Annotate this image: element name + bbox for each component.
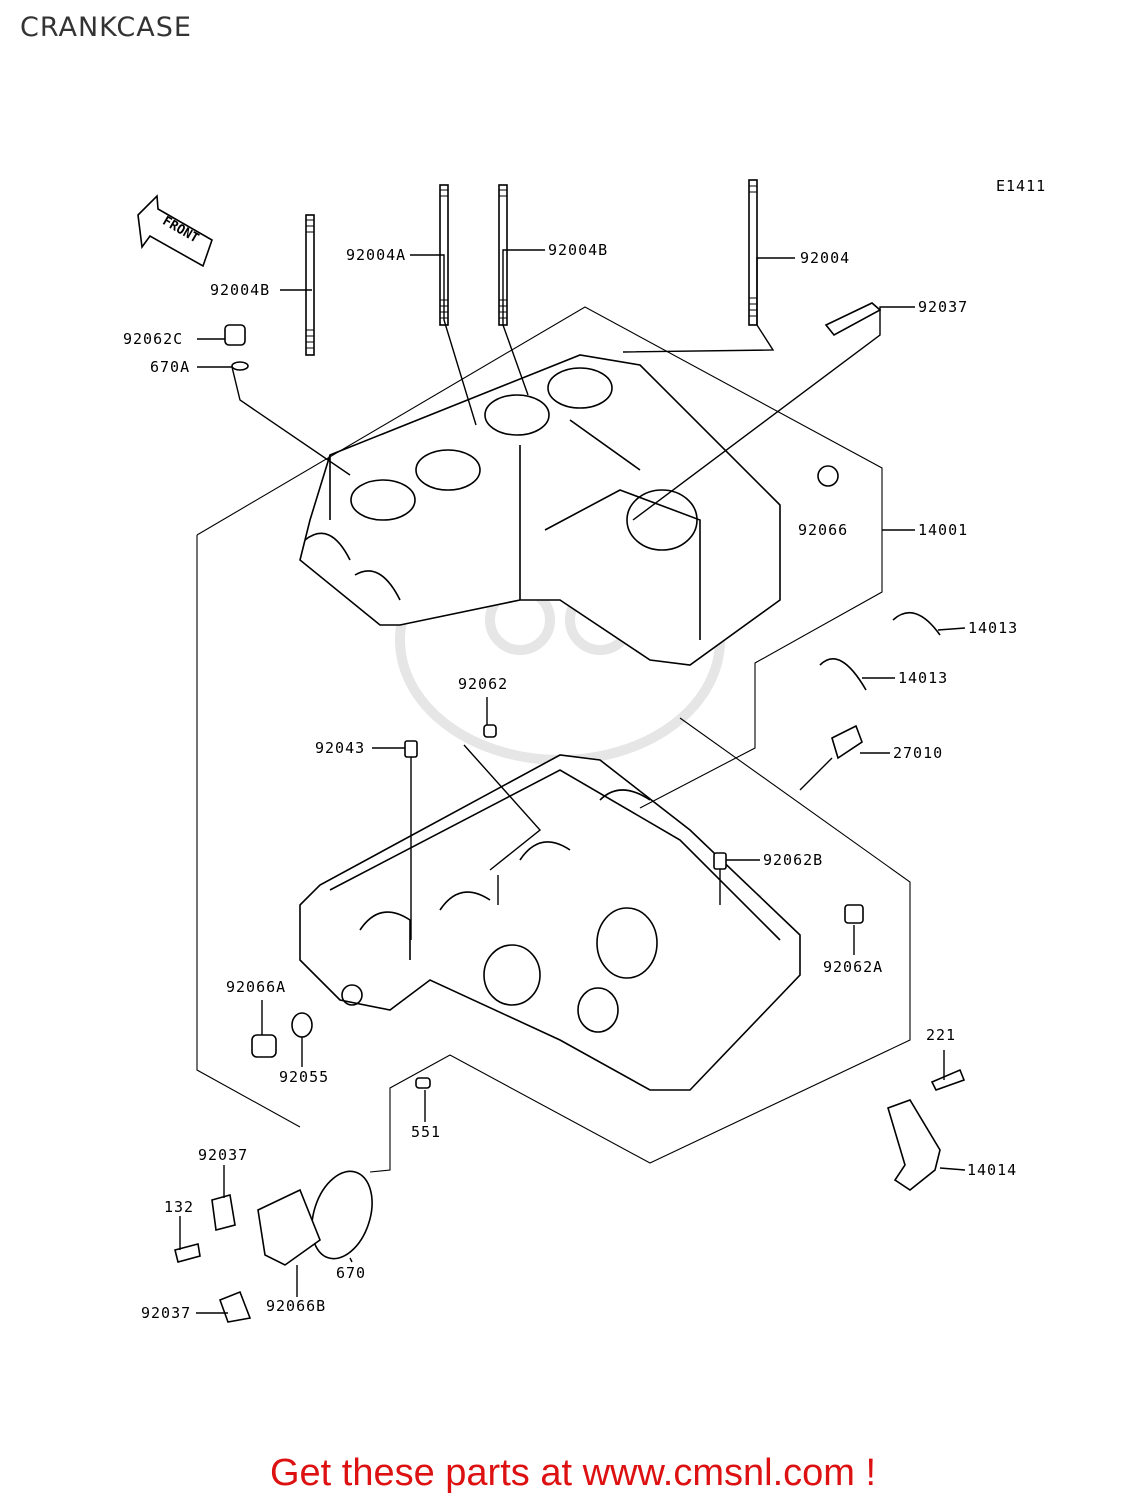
label-27010: 27010 (893, 744, 943, 762)
plug-92062A (844, 904, 864, 924)
diagram-code: E1411 (996, 177, 1046, 195)
parts-banner-link[interactable]: Get these parts at www.cmsnl.com ! (269, 1452, 877, 1494)
label-92066A: 92066A (226, 978, 286, 996)
label-92062: 92062 (458, 675, 508, 693)
dowel-92043 (404, 740, 418, 758)
cover-92066B (257, 1188, 321, 1266)
label-92004B-a: 92004B (210, 281, 270, 299)
label-92055: 92055 (279, 1068, 329, 1086)
bolt-221 (930, 1068, 966, 1091)
oring-670 (311, 1170, 373, 1260)
bolt-132 (174, 1243, 201, 1263)
bearing-14013-b (819, 658, 867, 691)
pin-551 (415, 1077, 431, 1089)
oring-92055 (291, 1012, 313, 1038)
group-outlines (196, 306, 911, 1173)
front-arrow-icon: FRONT (137, 194, 213, 268)
label-92062B: 92062B (763, 851, 823, 869)
label-92037-b: 92037 (198, 1146, 248, 1164)
label-551: 551 (411, 1123, 441, 1141)
collar-92062C (224, 324, 246, 346)
oring-670A (231, 361, 249, 371)
plate-14014 (887, 1099, 941, 1191)
stud-bolts (305, 179, 758, 356)
lower-crankcase (299, 754, 801, 1091)
dowel-92062 (483, 724, 497, 738)
label-92062C: 92062C (123, 330, 183, 348)
small-parts (174, 302, 966, 1323)
page-title: CRANKCASE (20, 12, 192, 43)
label-14013-b: 14013 (898, 669, 948, 687)
leader-lines (179, 249, 966, 1314)
upper-crankcase (299, 354, 781, 666)
label-14014: 14014 (967, 1161, 1017, 1179)
label-14013-a: 14013 (968, 619, 1018, 637)
part-labels: 92004B 92004A 92004B 92004 92037 92062C … (123, 241, 1018, 1322)
label-92043: 92043 (315, 739, 365, 757)
label-92037-top: 92037 (918, 298, 968, 316)
label-92066B: 92066B (266, 1297, 326, 1315)
clamp-92037-top (824, 302, 882, 337)
label-92004: 92004 (800, 249, 850, 267)
dowel-92062B (713, 852, 727, 870)
label-221: 221 (926, 1026, 956, 1044)
clamp-92037-c (218, 1290, 252, 1323)
label-670A: 670A (150, 358, 190, 376)
plug-92066A (251, 1034, 277, 1058)
label-14001: 14001 (918, 521, 968, 539)
bearing-14013-a (892, 611, 941, 636)
label-670: 670 (336, 1264, 366, 1282)
label-132: 132 (164, 1198, 194, 1216)
label-92062A: 92062A (823, 958, 883, 976)
crankcase-diagram: E1411 FRONT (123, 177, 1046, 1323)
label-92004B-b: 92004B (548, 241, 608, 259)
clamp-92037-b (211, 1193, 236, 1232)
label-92037-c: 92037 (141, 1304, 191, 1322)
plug-92066 (817, 465, 839, 487)
label-92004A: 92004A (346, 246, 406, 264)
switch-27010 (831, 724, 863, 760)
label-92066: 92066 (798, 521, 848, 539)
